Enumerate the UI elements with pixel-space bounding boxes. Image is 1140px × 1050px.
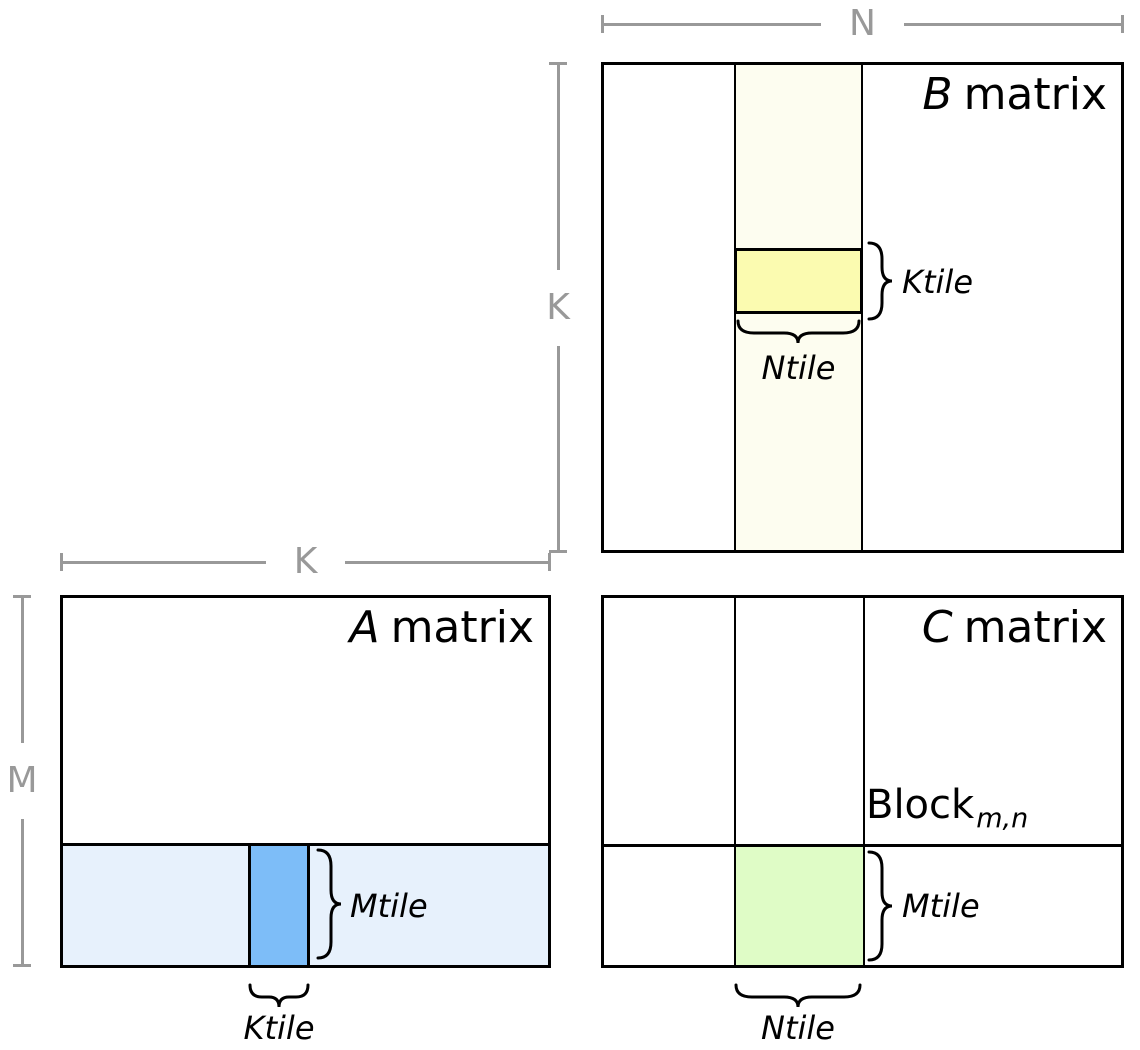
- c-mtile-label: Mtile: [902, 887, 980, 925]
- n-dimension-line: N: [601, 3, 1124, 44]
- c-mtile-brace-icon: [866, 850, 894, 962]
- a-ktile-label: Ktile: [243, 1009, 315, 1047]
- c-matrix-letter: C: [921, 602, 953, 653]
- b-matrix-word: matrix: [963, 69, 1107, 120]
- a-ktile-brace-icon: [248, 982, 310, 1010]
- b-ktile-label: Ktile: [902, 263, 973, 301]
- dim-segment: [556, 345, 560, 550]
- dim-tick: [601, 15, 604, 33]
- b-ktile-block: [734, 248, 863, 314]
- dim-segment: [63, 560, 266, 564]
- k-dimension-line-a: K: [60, 541, 552, 582]
- dim-segment: [20, 819, 24, 964]
- b-ntile-label: Ntile: [761, 349, 836, 387]
- a-mtile-brace-icon: [315, 848, 343, 960]
- c-grid-line-horizontal: [604, 844, 1121, 847]
- dim-segment: [903, 22, 1121, 26]
- dim-tick: [548, 553, 552, 571]
- c-block-word: Block: [866, 782, 975, 828]
- dim-tick: [549, 62, 567, 65]
- dim-tick: [13, 595, 31, 598]
- c-block-subscript: m,n: [976, 803, 1029, 834]
- c-grid-line-vertical: [734, 598, 736, 965]
- a-mtile-label: Mtile: [350, 887, 428, 925]
- k-dimension-line-b: K: [542, 62, 574, 553]
- n-dimension-label: N: [849, 3, 876, 44]
- k-dimension-label-a: K: [293, 541, 318, 582]
- c-ntile-label: Ntile: [761, 1009, 835, 1047]
- dim-segment: [556, 65, 560, 270]
- b-matrix-letter: B: [922, 69, 953, 120]
- a-matrix-letter: A: [349, 602, 380, 653]
- b-ktile-brace-icon: [866, 241, 894, 321]
- dim-tick: [60, 553, 63, 571]
- dim-tick: [1121, 15, 1124, 33]
- c-matrix-word: matrix: [963, 602, 1107, 653]
- b-ntile-brace-icon: [736, 318, 861, 346]
- c-grid-line-vertical: [863, 598, 865, 965]
- c-block-tile: [736, 847, 863, 965]
- m-dimension-line: M: [6, 595, 38, 967]
- m-dimension-label: M: [6, 760, 38, 801]
- dim-tick: [549, 550, 567, 553]
- dim-tick: [13, 964, 31, 967]
- c-block-label: Blockm,n: [866, 785, 1028, 832]
- c-ntile-brace-icon: [734, 982, 862, 1010]
- a-matrix-word: matrix: [390, 602, 534, 653]
- a-ktile-block: [248, 843, 310, 965]
- dim-segment: [604, 22, 822, 26]
- k-dimension-label-b: K: [546, 286, 570, 328]
- dim-segment: [20, 598, 24, 743]
- dim-segment: [345, 560, 549, 564]
